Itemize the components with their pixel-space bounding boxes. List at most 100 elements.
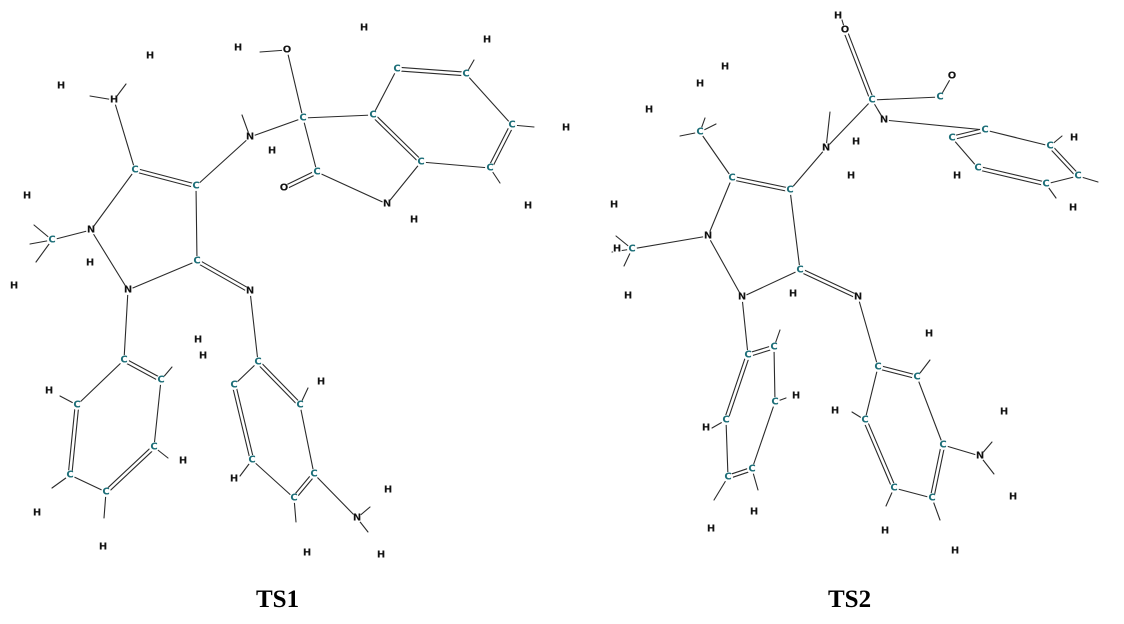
- ts1-hydrogen-13-bg: [198, 351, 208, 361]
- ts1-atom-Cq5-bg: [247, 455, 257, 465]
- ts2-bond-double-4: [846, 28, 875, 100]
- ts2-atom-C3: C: [728, 173, 735, 184]
- ts2-atom-C3-bg: [727, 173, 737, 183]
- ts2-bond-19: [789, 189, 801, 271]
- ts1-atom-Hmeth1: H: [110, 95, 118, 106]
- ts1-atom-Co: C: [313, 167, 320, 178]
- ts2-bond-21: [741, 296, 749, 356]
- ts2-atom-Namine: N: [822, 143, 830, 154]
- ts1-atom-N2: N: [124, 285, 132, 296]
- ts1-hydrogen-16-bg: [178, 456, 188, 466]
- ts1-bond-double-32: [292, 472, 314, 498]
- ts1-bond-35: [233, 361, 259, 386]
- ts2-hydrogen-9-bg: [609, 200, 619, 210]
- ts2-atom-Cr1: C: [874, 362, 881, 373]
- ts2-atom-Cb5-bg: [1073, 171, 1083, 181]
- ts2-atom-Ohy-bg: [840, 25, 850, 35]
- ts1-hydrogen-13: H: [199, 351, 207, 362]
- ts1-hydrogen-10-bg: [85, 258, 95, 268]
- caption-ts2: TS2: [828, 586, 872, 613]
- ts1-atom-Cm1-bg: [47, 235, 57, 245]
- ts2-bond-double-13b: [1048, 146, 1078, 178]
- ts2-bond-double-29b: [877, 364, 918, 376]
- ts2-atom-C4-bg: [785, 185, 795, 195]
- ts2-hydrogen-17-bg: [999, 407, 1009, 417]
- ts1-atom-Cq2-bg: [295, 400, 305, 410]
- ts2-bond-double-27: [727, 355, 751, 422]
- ts2-bond-double-1: [731, 179, 791, 193]
- ts1-bond-11: [465, 73, 513, 126]
- ts1-hydrogen-3: H: [360, 23, 368, 34]
- ts1-hydrogen-18: H: [33, 508, 41, 519]
- ts2-atom-C5: C: [796, 265, 803, 276]
- ts1-bond-7: [316, 171, 388, 205]
- ts2-atom-Cb6: C: [1046, 141, 1053, 152]
- ts2-hydrogen-13-bg: [924, 329, 934, 339]
- ts2-atom-C5-bg: [795, 265, 805, 275]
- ts1-atom-Ohy-bg: [282, 45, 292, 55]
- ts2-hydrogen-10-bg: [612, 244, 622, 254]
- ts1-hydrogen-0-bg: [145, 51, 155, 61]
- ts1-bond-8: [302, 114, 374, 119]
- ts1-hydrogen-1-bg: [56, 81, 66, 91]
- ts1-atom-Nim: N: [246, 286, 254, 297]
- ts1-atom-Cp5: C: [66, 470, 73, 481]
- ts2-hydrogen-3: H: [645, 105, 653, 116]
- ts1-hydrogen-15-bg: [44, 386, 54, 396]
- ts1-bond-double-21: [195, 262, 250, 294]
- ts1-hydrogen-4: H: [483, 35, 491, 46]
- ts2-bond-0: [699, 131, 733, 179]
- ts1-atom-Cq-bg: [298, 113, 308, 123]
- ts1-atom-Cq: C: [299, 113, 306, 124]
- ts2-atom-Nind-bg: [879, 115, 889, 125]
- ts1-hydrogen-17: H: [230, 474, 238, 485]
- ts2-hydrogen-12: H: [789, 289, 797, 300]
- ts1-atom-Ca6-bg: [416, 157, 426, 167]
- ts2-atom-Nim-bg: [853, 292, 863, 302]
- ts1-bond-double-32b: [294, 474, 316, 500]
- ts1-bond-28: [76, 359, 125, 406]
- ts2-bond-32: [893, 487, 933, 499]
- ts2-atom-Cr5-bg: [889, 483, 899, 493]
- ts2-bond-double-20b: [800, 267, 860, 296]
- ts1-atom-Ca1: C: [369, 110, 376, 121]
- ts2-hydrogen-22-bg: [749, 507, 759, 517]
- ts2-atom-Cb3: C: [974, 163, 981, 174]
- ts1-hydrogen-1: H: [57, 81, 65, 92]
- ts2-atom-Cb1: C: [981, 125, 988, 136]
- ts1-atom-Cp2: C: [157, 375, 164, 386]
- ts1-hydrogen-12: H: [194, 335, 202, 346]
- ts1-atom-Ca1-bg: [368, 110, 378, 120]
- ts2-hydrogen-1-bg: [695, 79, 705, 89]
- ts1-atom-Cq4-bg: [289, 493, 299, 503]
- ts1-bond-double-12b: [491, 125, 515, 170]
- ts2-hydrogen-8-bg: [1068, 203, 1078, 213]
- ts1-atom-Ohy: O: [283, 45, 292, 56]
- ts2-hydrogen-17: H: [1000, 407, 1008, 418]
- ts1-atom-Nam-bg: [352, 513, 362, 523]
- ts1-hydrogen-2-bg: [233, 43, 243, 53]
- ts2-hydrogen-22: H: [750, 507, 758, 518]
- ts2-bond-12: [1045, 175, 1079, 185]
- ts1-hydrogen-7-bg: [409, 215, 419, 225]
- ts1-atom-Cq6-bg: [229, 380, 239, 390]
- ts1-bond-double-14: [373, 113, 423, 162]
- ts1-hydrogen-8-bg: [267, 146, 277, 156]
- ts2-atom-N2-bg: [737, 292, 747, 302]
- ts1-atom-Cq1: C: [254, 357, 261, 368]
- ts1-bond-double-27b: [67, 404, 76, 476]
- ts1-hydrogen-19: H: [99, 542, 107, 553]
- ts2-hydrogen-8: H: [1069, 203, 1077, 214]
- ts2-atom-N1-bg: [703, 231, 713, 241]
- ts2-bond-34: [864, 366, 879, 421]
- ts2-hydrogen-2-bg: [720, 62, 730, 72]
- ts2-hydrogen-20-bg: [950, 546, 960, 556]
- ts1-hydrogen-21: H: [377, 550, 385, 561]
- ts2-hydrogen-6-bg: [952, 171, 962, 181]
- ts2-bond-8: [883, 119, 986, 131]
- ts1-atom-Cq6: C: [230, 380, 237, 391]
- ts1-hydrogen-6: H: [524, 201, 532, 212]
- ts2-hydrogen-10: H: [613, 244, 621, 255]
- ts1-bond-double-10b: [396, 66, 467, 73]
- ts1-atom-Nam: N: [353, 513, 361, 524]
